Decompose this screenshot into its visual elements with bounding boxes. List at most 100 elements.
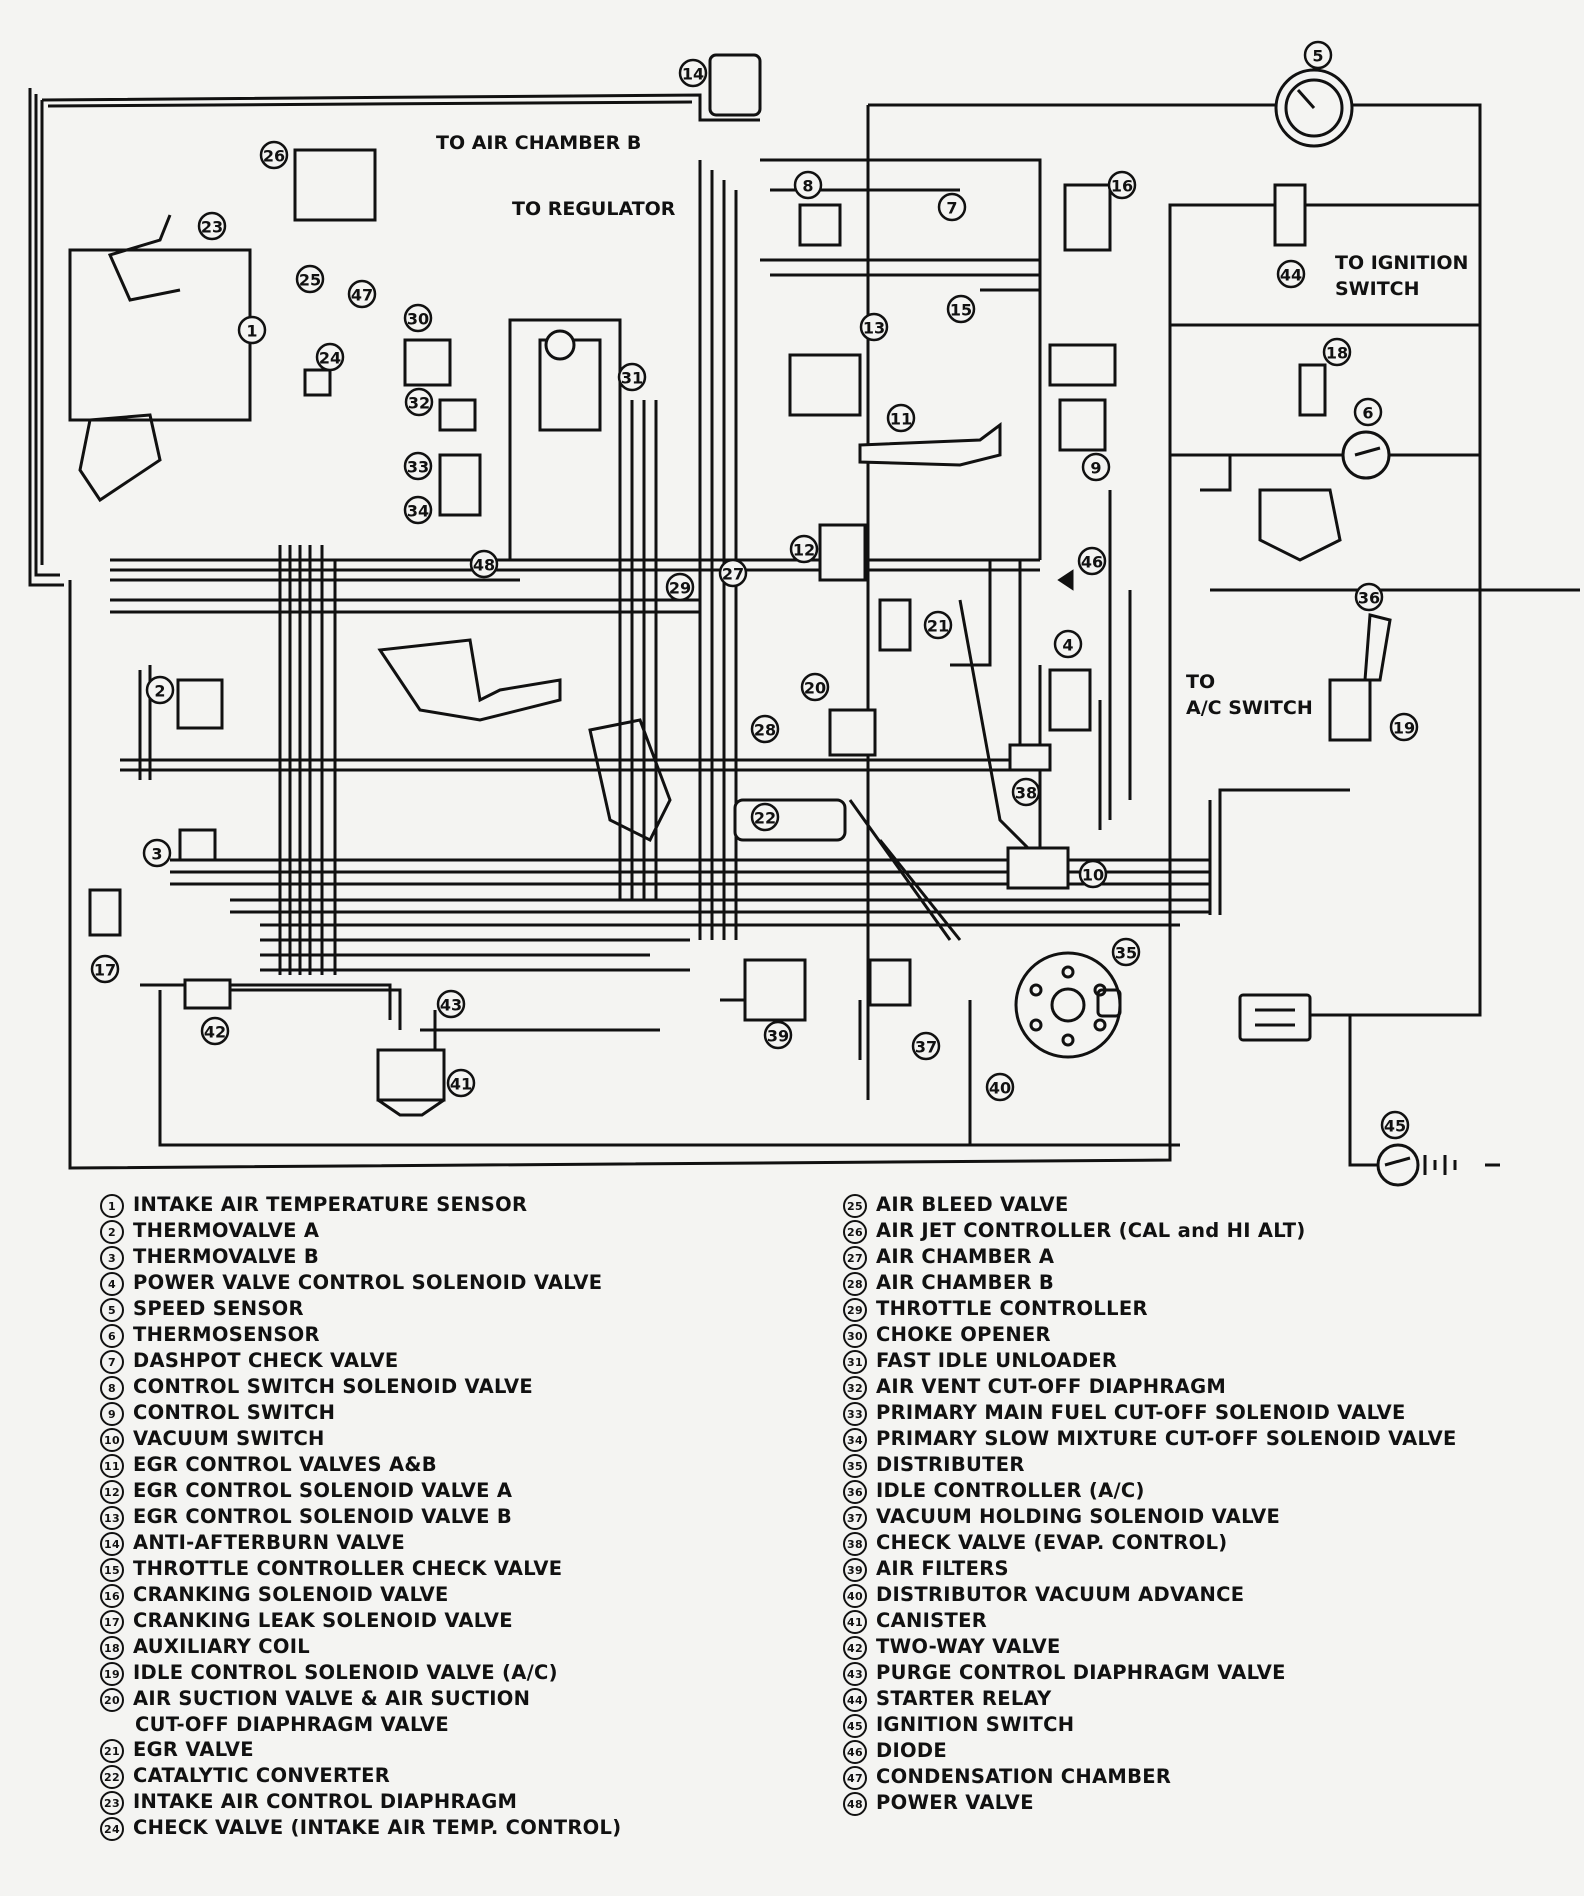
- callout-circle: [1077, 546, 1107, 576]
- callout-number: 33: [407, 458, 429, 477]
- label-to-air-chamber-b: TO AIR CHAMBER B: [436, 132, 641, 154]
- callout-number: 38: [1015, 784, 1037, 803]
- callout-46: 46: [1077, 546, 1107, 576]
- legend-number: 43: [843, 1662, 867, 1686]
- legend-number: 37: [843, 1506, 867, 1530]
- legend-number: 36: [843, 1480, 867, 1504]
- callout-circle: [718, 558, 748, 588]
- legend-number: 13: [100, 1506, 124, 1530]
- legend-text: INTAKE AIR CONTROL DIAPHRAGM: [133, 1790, 518, 1814]
- legend-number: 29: [843, 1298, 867, 1322]
- callout-number: 29: [669, 579, 691, 598]
- callout-circle: [315, 342, 345, 372]
- legend-number: 42: [843, 1636, 867, 1660]
- legend-text: SPEED SENSOR: [133, 1297, 304, 1320]
- callout-40: 40: [985, 1072, 1015, 1102]
- callout-circle: [800, 672, 830, 702]
- label-to-regulator: TO REGULATOR: [512, 198, 676, 220]
- callout-21: 21: [923, 610, 953, 640]
- legend-text: CRANKING LEAK SOLENOID VALVE: [133, 1609, 513, 1632]
- callout-number: 27: [722, 565, 744, 584]
- callout-6: 6: [1353, 397, 1383, 427]
- callout-23: 23: [197, 211, 227, 241]
- callout-number: 47: [351, 286, 373, 305]
- callout-4: 4: [1053, 629, 1083, 659]
- callout-circle: [859, 312, 889, 342]
- callout-16: 16: [1107, 170, 1137, 200]
- callout-number: 44: [1280, 266, 1302, 285]
- callout-18: 18: [1322, 337, 1352, 367]
- callout-10: 10: [1078, 859, 1108, 889]
- callout-34: 34: [403, 495, 433, 525]
- legend-text: AUXILIARY COIL: [133, 1635, 311, 1658]
- legend-number: 3: [100, 1246, 124, 1270]
- legend-number: 47: [843, 1766, 867, 1790]
- callout-circle: [1354, 582, 1384, 612]
- callout-circle: [259, 140, 289, 170]
- callout-48: 48: [469, 549, 499, 579]
- callout-15: 15: [946, 294, 976, 324]
- legend-number: 17: [100, 1610, 124, 1634]
- callout-number: 41: [450, 1075, 472, 1094]
- legend-number: 23: [100, 1791, 124, 1816]
- callout-circle: [1322, 337, 1352, 367]
- legend-number: 18: [100, 1636, 124, 1660]
- callout-13: 13: [859, 312, 889, 342]
- legend-text: PRIMARY SLOW MIXTURE CUT-OFF SOLENOID VA…: [876, 1427, 1457, 1450]
- callout-circle: [1389, 712, 1419, 742]
- legend-text: CHECK VALVE (EVAP. CONTROL): [876, 1531, 1228, 1554]
- legend-number: 40: [843, 1584, 867, 1608]
- callout-number: 46: [1081, 553, 1103, 572]
- callout-circle: [403, 495, 433, 525]
- callout-8: 8: [793, 170, 823, 200]
- legend-text: DISTRIBUTER: [876, 1453, 1025, 1476]
- callout-circle: [1111, 937, 1141, 967]
- legend-text: INTAKE AIR TEMPERATURE SENSOR: [133, 1193, 528, 1216]
- legend-text: CUT-OFF DIAPHRAGM VALVE: [135, 1713, 450, 1736]
- legend-text: CONTROL SWITCH SOLENOID VALVE: [133, 1375, 534, 1398]
- legend-text: AIR CHAMBER B: [876, 1271, 1055, 1294]
- callout-number: 8: [802, 177, 813, 196]
- legend-number: 14: [100, 1532, 124, 1556]
- legend-number: 19: [100, 1662, 124, 1686]
- callout-circle: [1380, 1110, 1410, 1140]
- callout-number: 23: [201, 218, 223, 237]
- legend-number: 15: [100, 1558, 124, 1582]
- callout-7: 7: [937, 192, 967, 222]
- callout-circle: [1078, 859, 1108, 889]
- callout-circle: [886, 403, 916, 433]
- legend-item: 28 AIR CHAMBER B: [843, 1270, 1563, 1296]
- legend-number: 22: [100, 1765, 124, 1790]
- callout-circle: [789, 534, 819, 564]
- callout-30: 30: [403, 303, 433, 333]
- callout-number: 17: [94, 961, 116, 980]
- callout-number: 1: [246, 322, 257, 341]
- callout-number: 11: [890, 410, 912, 429]
- callout-circle: [750, 802, 780, 832]
- legend-number: 1: [100, 1194, 124, 1218]
- legend-number: 28: [843, 1272, 867, 1296]
- legend-text: AIR JET CONTROLLER (CAL and HI ALT): [876, 1219, 1306, 1242]
- callout-43: 43: [436, 989, 466, 1019]
- callout-17: 17: [90, 954, 120, 984]
- callout-14: 14: [678, 58, 708, 88]
- legend-text: EGR VALVE: [133, 1738, 254, 1762]
- callout-number: 43: [440, 996, 462, 1015]
- legend-number: 46: [843, 1740, 867, 1764]
- callout-35: 35: [1111, 937, 1141, 967]
